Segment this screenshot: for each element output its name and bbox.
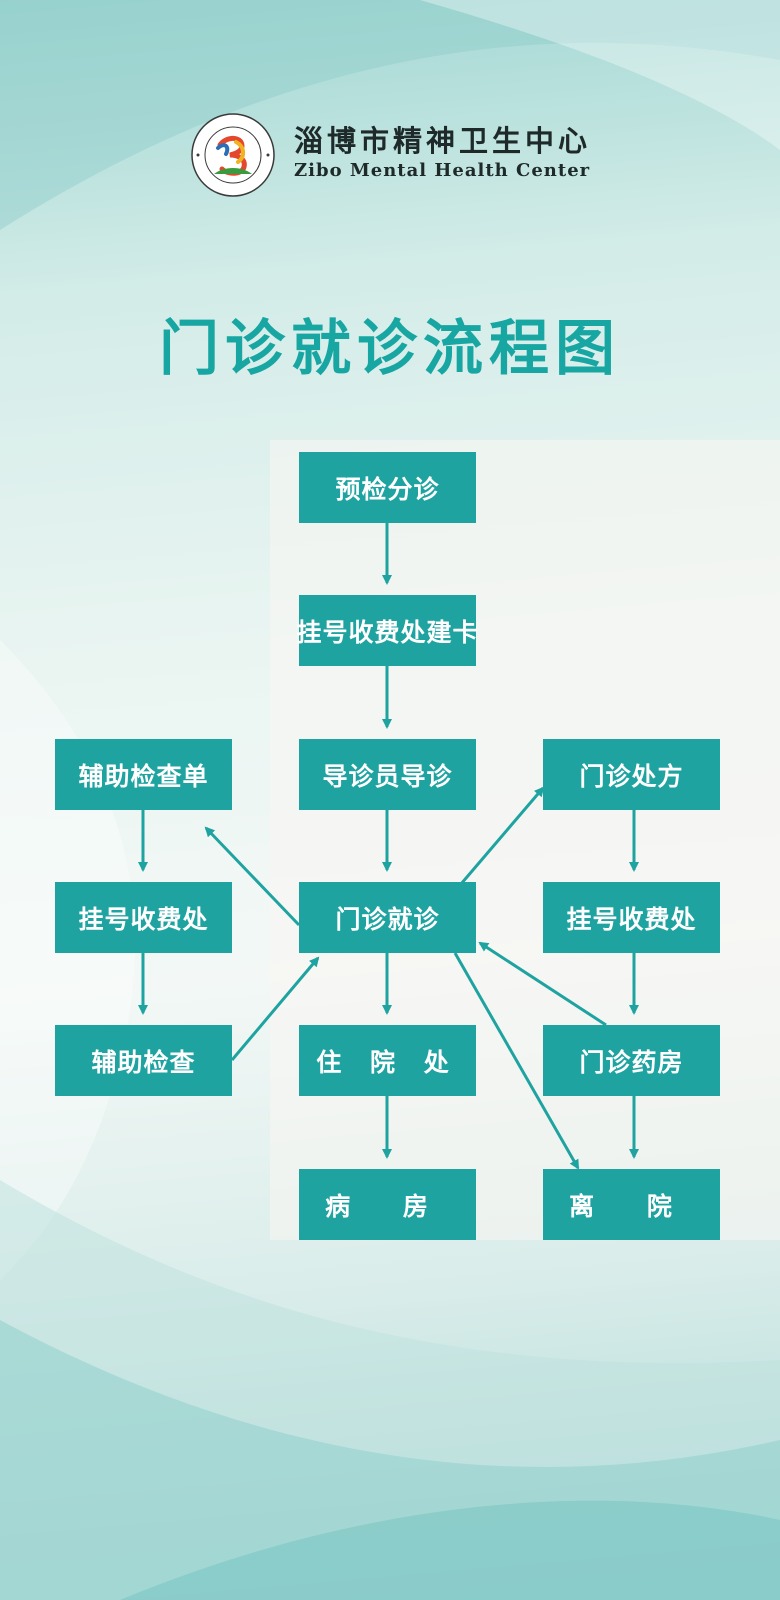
node-cashier-right: 挂号收费处 [543, 882, 720, 953]
node-inpatient-office: 住 院 处 [299, 1025, 476, 1096]
node-register-card: 挂号收费处建卡 [297, 595, 478, 666]
node-ward: 病 房 [299, 1169, 476, 1240]
hospital-logo-icon [191, 113, 275, 197]
header: 淄博市精神卫生中心 Zibo Mental Health Center [190, 112, 610, 202]
arrow-exam-to-visit [230, 956, 320, 1061]
node-aux-exam: 辅助检查 [55, 1025, 232, 1096]
page-title: 门诊就诊流程图 [159, 314, 621, 384]
node-aux-exam-form: 辅助检查单 [55, 739, 232, 810]
arrow-visit-to-prescription [459, 786, 545, 885]
flow-background-panel [270, 440, 780, 1240]
node-guide: 导诊员导诊 [299, 739, 476, 810]
node-cashier-left: 挂号收费处 [55, 882, 232, 953]
arrow-visit-to-aux-form [204, 826, 301, 927]
node-outpatient-visit: 门诊就诊 [299, 882, 476, 953]
node-pharmacy: 门诊药房 [543, 1025, 720, 1096]
node-prescription: 门诊处方 [543, 739, 720, 810]
hospital-name-cn: 淄博市精神卫生中心 [294, 124, 592, 158]
node-discharge: 离 院 [543, 1169, 720, 1240]
node-precheck: 预检分诊 [299, 452, 476, 523]
arrow-visit-to-discharge [453, 952, 580, 1170]
hospital-name-en: Zibo Mental Health Center [294, 160, 591, 181]
arrow-pharmacy-to-visit [478, 941, 607, 1027]
